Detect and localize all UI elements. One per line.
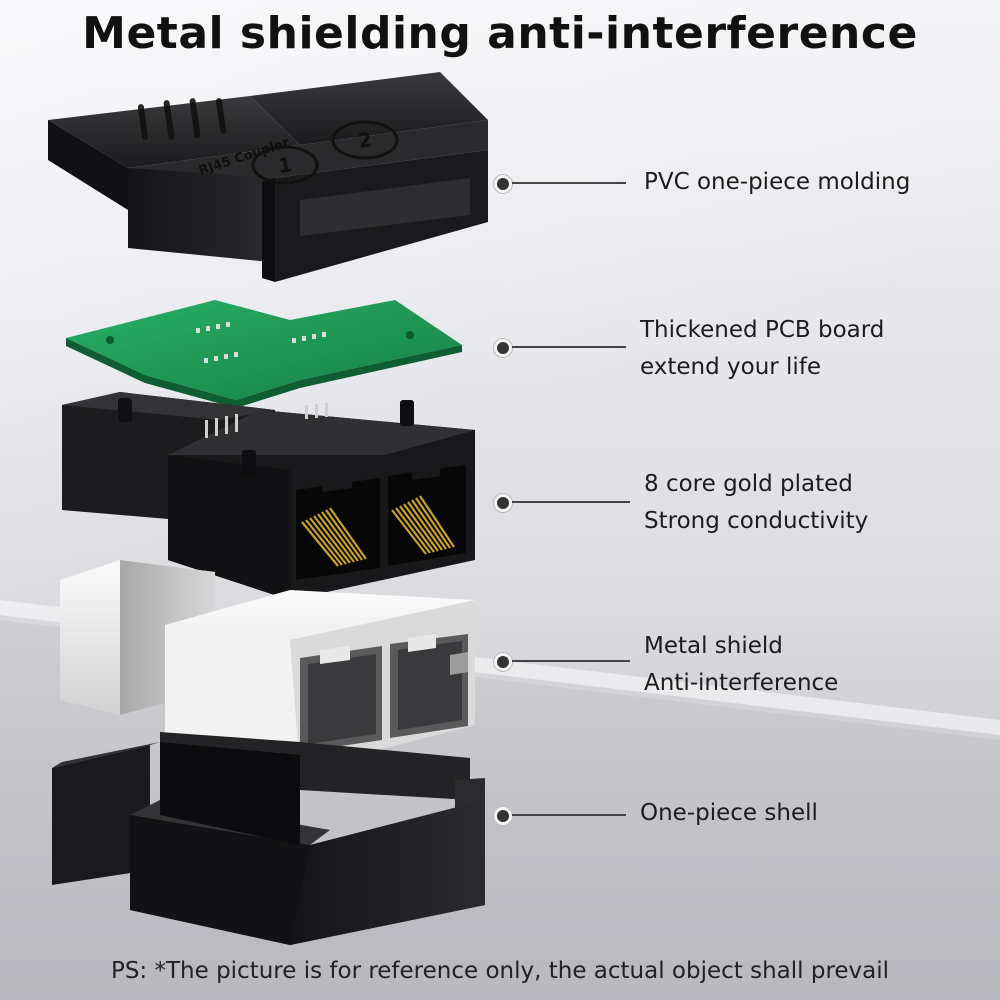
callout-leader-line bbox=[512, 501, 630, 503]
one-piece-shell bbox=[52, 732, 485, 945]
rj45-port-left bbox=[296, 474, 380, 580]
callout-text-line: Metal shield bbox=[644, 633, 783, 659]
callout-text-line: Anti-interference bbox=[644, 670, 839, 696]
callout-text-line: extend your life bbox=[640, 354, 822, 380]
callout-marker-icon bbox=[494, 807, 512, 825]
callout-leader-line bbox=[512, 814, 626, 816]
disclaimer-footnote: PS: *The picture is for reference only, … bbox=[110, 958, 890, 984]
callout-text-line: PVC one-piece molding bbox=[644, 169, 911, 195]
metal-shield bbox=[60, 560, 475, 770]
rj45-jack-module bbox=[62, 392, 475, 600]
page-title: Metal shielding anti-interference bbox=[82, 8, 918, 59]
cover-port-2-label: 2 bbox=[356, 127, 374, 153]
pvc-top-cover: 1 2 RJ45 Coupler bbox=[48, 72, 488, 282]
callout-marker-icon bbox=[494, 494, 512, 512]
callout-text-line: 8 core gold plated bbox=[644, 471, 853, 497]
callout-text-line: Thickened PCB board bbox=[640, 317, 885, 343]
callout-marker-icon bbox=[494, 175, 512, 193]
callout-marker-icon bbox=[494, 653, 512, 671]
cover-port-1-label: 1 bbox=[276, 152, 294, 178]
pcb-board bbox=[66, 300, 462, 408]
callout-text-line: Strong conductivity bbox=[644, 508, 869, 534]
callout-leader-line bbox=[512, 346, 626, 348]
callout-marker-icon bbox=[494, 339, 512, 357]
callout-text-line: One-piece shell bbox=[640, 800, 818, 826]
callout-leader-line bbox=[512, 660, 630, 662]
callout-leader-line bbox=[512, 182, 626, 184]
rj45-port-right bbox=[388, 462, 466, 566]
